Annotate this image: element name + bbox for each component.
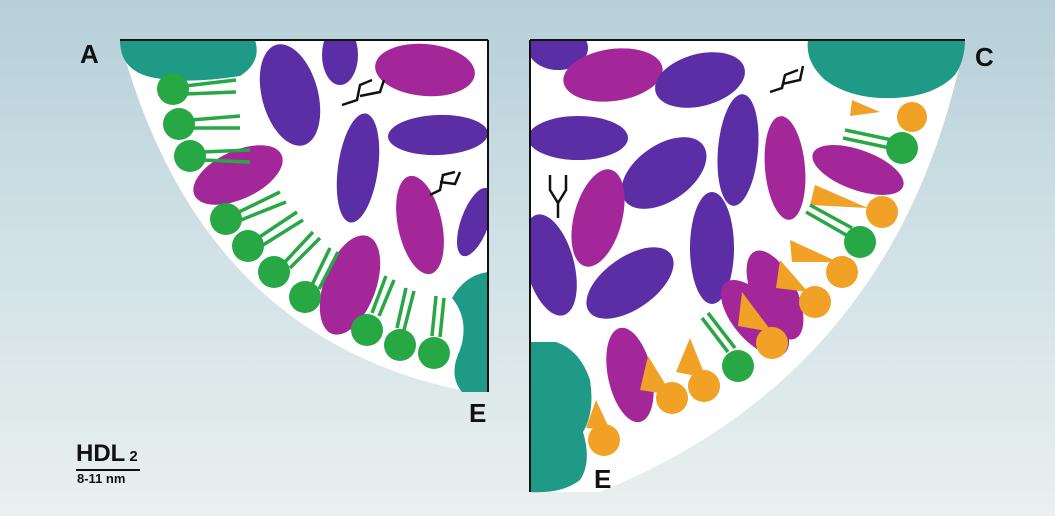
- label-c: C: [975, 44, 994, 70]
- particle-subscript: 2: [129, 448, 137, 465]
- particle-name-text: HDL: [76, 440, 125, 467]
- panel-a: [120, 25, 500, 392]
- label-e-left: E: [469, 400, 486, 426]
- panel-c: [513, 26, 965, 492]
- cholesteryl-ester: [322, 25, 358, 85]
- particle-size: 8-11 nm: [77, 471, 125, 486]
- cholesteryl-ester: [528, 116, 628, 160]
- label-a: A: [80, 41, 99, 67]
- apolipoprotein-e: [530, 342, 591, 492]
- label-e-right: E: [594, 466, 611, 492]
